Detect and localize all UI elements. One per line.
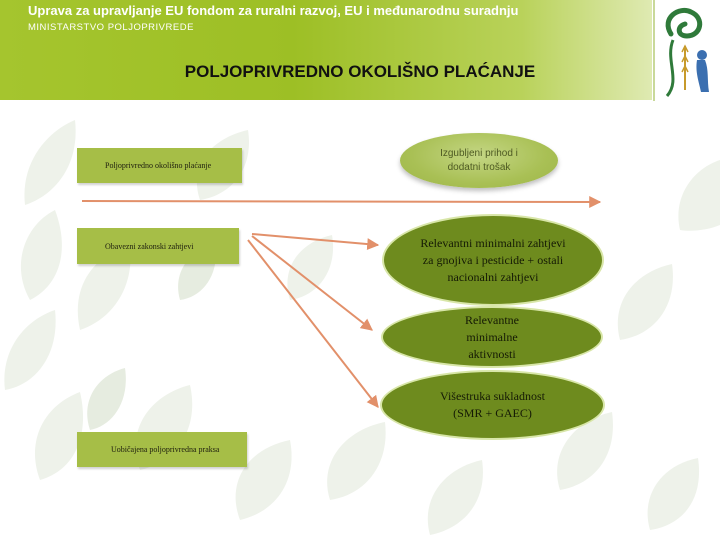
arrow-to-ellipse-3 [247, 239, 379, 408]
ellipse-minimum-activities: Relevantne minimalne aktivnosti [381, 306, 603, 368]
ellipse-minimum-activities-text: Relevantne minimalne aktivnosti [465, 312, 519, 361]
label-usual-practice-text: Uobičajena poljoprivredna praksa [111, 445, 220, 454]
header-subtitle: MINISTARSTVO POLJOPRIVREDE [28, 22, 194, 33]
ellipse-lost-income-text: Izgubljeni prihod i dodatni trošak [440, 147, 518, 173]
ellipse-cross-compliance-text: Višestruka sukladnost (SMR + GAEC) [440, 389, 545, 420]
main-arrow [81, 195, 602, 208]
arrow-to-ellipse-1 [251, 233, 380, 251]
label-agri-env-payment: Poljoprivredno okolišno plaćanje [77, 148, 242, 183]
label-mandatory-requirements-text: Obavezni zakonski zahtjevi [105, 241, 194, 251]
ellipse-cross-compliance: Višestruka sukladnost (SMR + GAEC) [380, 370, 605, 440]
logo-graphic [665, 8, 709, 97]
ellipse-lost-income: Izgubljeni prihod i dodatni trošak [400, 133, 558, 188]
header-band: Uprava za upravljanje EU fondom za rural… [0, 0, 652, 100]
ministry-logo [653, 0, 719, 101]
ellipse-minimum-requirements-text: Relevantni minimalni zahtjevi za gnojiva… [420, 235, 566, 284]
label-mandatory-requirements: Obavezni zakonski zahtjevi [77, 228, 239, 264]
label-agri-env-payment-text: Poljoprivredno okolišno plaćanje [105, 161, 212, 170]
ellipse-minimum-requirements: Relevantni minimalni zahtjevi za gnojiva… [382, 214, 604, 306]
arrow-to-ellipse-2 [251, 235, 373, 331]
header-title: Uprava za upravljanje EU fondom za rural… [28, 3, 519, 18]
label-usual-practice: Uobičajena poljoprivredna praksa [77, 432, 247, 467]
slide-title: POLJOPRIVREDNO OKOLIŠNO PLAĆANJE [184, 62, 536, 81]
